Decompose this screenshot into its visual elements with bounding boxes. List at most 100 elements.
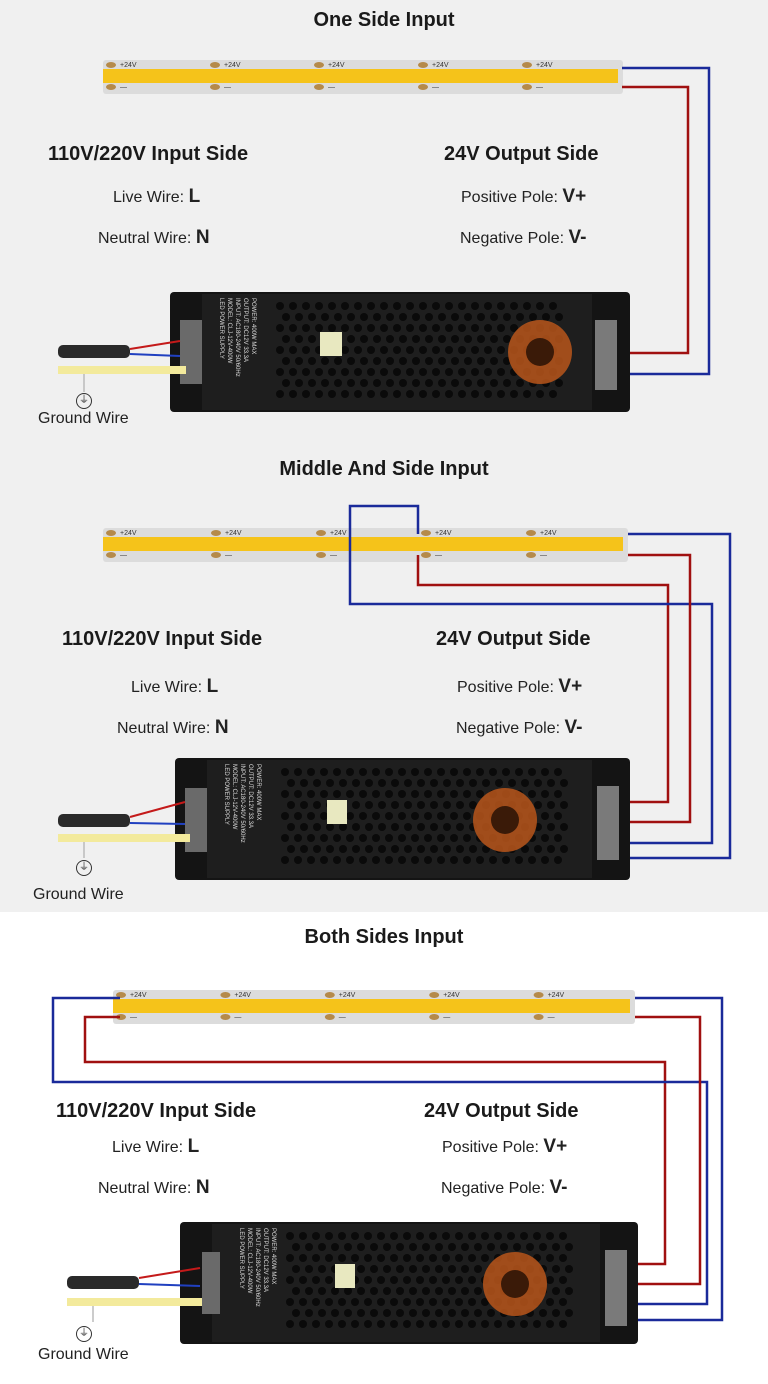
neutral-wire	[129, 822, 186, 825]
vent-hole	[521, 845, 529, 853]
vent-hole	[307, 790, 315, 798]
vent-hole	[341, 390, 349, 398]
vent-hole	[398, 812, 406, 820]
vent-hole	[399, 335, 407, 343]
vent-hole	[445, 390, 453, 398]
negative-pole-row: Negative Pole: V-	[441, 1177, 568, 1198]
vent-hole	[409, 1265, 417, 1273]
vent-hole	[308, 313, 316, 321]
wiring-diagram: +24V—+24V—+24V—+24V—+24V— LED POWER SUPP…	[58, 60, 711, 412]
live-wire-row: Live Wire: L	[113, 186, 201, 207]
vent-hole	[565, 1243, 573, 1251]
vent-hole	[546, 1320, 554, 1328]
vent-hole	[477, 335, 485, 343]
vent-hole	[377, 1276, 385, 1284]
right-positive-wire	[628, 1015, 702, 1286]
vent-hole	[292, 1265, 300, 1273]
psu-label-line: MODEL: CLJ-12V-400W	[246, 1228, 252, 1294]
vent-hole	[503, 379, 511, 387]
vent-hole	[448, 1265, 456, 1273]
vent-hole	[338, 1254, 346, 1262]
vent-hole	[315, 390, 323, 398]
vent-hole	[437, 790, 445, 798]
vent-hole	[360, 357, 368, 365]
vent-hole	[341, 346, 349, 354]
vent-hole	[339, 823, 347, 831]
vent-hole	[302, 368, 310, 376]
strip-minus-mark: —	[120, 84, 127, 91]
vent-hole	[357, 1309, 365, 1317]
vent-hole	[490, 357, 498, 365]
vent-hole	[281, 812, 289, 820]
vent-hole	[351, 1298, 359, 1306]
vent-hole	[341, 302, 349, 310]
vent-hole	[299, 1298, 307, 1306]
vent-hole	[313, 801, 321, 809]
vent-hole	[510, 302, 518, 310]
vent-hole	[468, 1298, 476, 1306]
ground-icon: ⏚	[76, 393, 92, 409]
vent-hole	[341, 368, 349, 376]
vent-hole	[328, 302, 336, 310]
vent-hole	[497, 346, 505, 354]
vent-hole	[359, 856, 367, 864]
vent-hole	[351, 1320, 359, 1328]
vent-hole	[416, 1298, 424, 1306]
vent-hole	[359, 834, 367, 842]
vent-hole	[404, 801, 412, 809]
solder-pad	[106, 84, 116, 90]
vent-hole	[520, 1232, 528, 1240]
vent-hole	[552, 1309, 560, 1317]
vent-hole	[373, 379, 381, 387]
vent-hole	[380, 368, 388, 376]
vent-hole	[419, 368, 427, 376]
vent-hole	[464, 379, 472, 387]
vent-hole	[307, 812, 315, 820]
vent-hole	[373, 335, 381, 343]
vent-hole	[378, 845, 386, 853]
solder-pad	[106, 530, 116, 536]
vent-hole	[474, 1265, 482, 1273]
strip-plus-mark: +24V	[328, 62, 345, 69]
vent-hole	[373, 313, 381, 321]
section-both-sides-input: Both Sides Input +24V—+24V—+24V—+24V—+24…	[0, 912, 768, 1384]
vent-hole	[398, 834, 406, 842]
vent-hole	[354, 368, 362, 376]
vent-hole	[529, 313, 537, 321]
vent-hole	[477, 379, 485, 387]
vent-hole	[276, 346, 284, 354]
vent-hole	[565, 1287, 573, 1295]
vent-hole	[365, 845, 373, 853]
vent-hole	[559, 1320, 567, 1328]
vent-hole	[481, 1232, 489, 1240]
vent-hole	[365, 801, 373, 809]
vent-hole	[554, 834, 562, 842]
vent-hole	[559, 1232, 567, 1240]
vent-hole	[347, 379, 355, 387]
middle-negative-wire	[348, 504, 714, 845]
solder-pad	[429, 1014, 440, 1020]
vent-hole	[489, 768, 497, 776]
left-negative-wire	[51, 996, 709, 1306]
solder-pad	[211, 530, 221, 536]
strip-plus-mark: +24V	[234, 992, 251, 999]
vent-hole	[430, 845, 438, 853]
vent-hole	[419, 324, 427, 332]
vent-hole	[438, 379, 446, 387]
section-one-side-input: One Side Input +24V—+24V—+24V—+24V—+24V—…	[0, 0, 768, 450]
vent-hole	[560, 845, 568, 853]
output-side-heading: 24V Output Side	[436, 628, 591, 650]
vent-hole	[320, 834, 328, 842]
vent-hole	[469, 845, 477, 853]
vent-hole	[347, 335, 355, 343]
vent-hole	[346, 768, 354, 776]
vent-hole	[455, 1254, 463, 1262]
vent-hole	[308, 379, 316, 387]
strip-plus-mark: +24V	[435, 530, 452, 537]
ground-icon: ⏚	[76, 860, 92, 876]
vent-hole	[432, 368, 440, 376]
vent-hole	[305, 1309, 313, 1317]
ground-wire	[67, 1298, 202, 1306]
live-wire	[129, 801, 186, 818]
vent-hole	[560, 801, 568, 809]
